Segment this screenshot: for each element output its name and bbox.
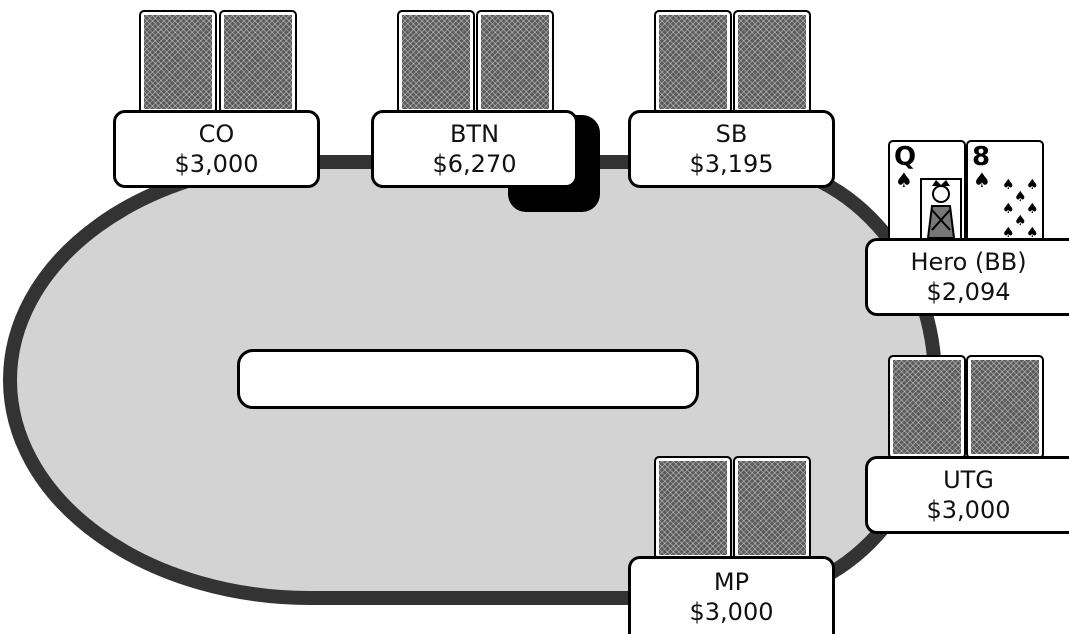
seat-utg[interactable]: UTG $3,000 (865, 456, 1069, 534)
co-card-1 (139, 10, 217, 114)
queen-figure-icon (920, 178, 962, 240)
spade-icon: ♠ (1014, 190, 1027, 204)
co-card-2 (219, 10, 297, 114)
seat-stack: $6,270 (433, 149, 517, 179)
seat-position: CO (199, 119, 235, 149)
card-pips: ♠ ♠ ♠ ♠ ♠ ♠ ♠ ♠ (1000, 178, 1044, 242)
utg-card-2 (966, 355, 1044, 459)
sb-card-1 (654, 10, 732, 114)
seat-position: SB (716, 119, 748, 149)
spade-icon: ♠ (973, 170, 991, 190)
spade-icon: ♠ (1014, 214, 1027, 228)
seat-hero-bb[interactable]: Hero (BB) $2,094 (865, 238, 1069, 316)
spade-icon: ♠ (1002, 202, 1015, 216)
seat-mp[interactable]: MP $3,000 (628, 556, 835, 634)
seat-stack: $3,000 (690, 597, 774, 627)
hero-card-eight-spades: 8 ♠ ♠ ♠ ♠ ♠ ♠ ♠ ♠ ♠ (966, 140, 1044, 244)
card-rank: Q (894, 143, 916, 171)
mp-card-1 (654, 456, 732, 560)
seat-stack: $2,094 (927, 277, 1011, 307)
seat-position: Hero (BB) (910, 247, 1026, 277)
community-board (237, 349, 699, 409)
spade-icon: ♠ (1002, 178, 1015, 192)
seat-co[interactable]: CO $3,000 (113, 110, 320, 188)
seat-stack: $3,195 (690, 149, 774, 179)
sb-card-2 (733, 10, 811, 114)
spade-icon: ♠ (1026, 202, 1039, 216)
utg-card-1 (888, 355, 966, 459)
seat-stack: $3,000 (175, 149, 259, 179)
seat-position: MP (714, 567, 749, 597)
seat-btn[interactable]: BTN $6,270 (371, 110, 578, 188)
seat-stack: $3,000 (927, 495, 1011, 525)
card-rank: 8 (972, 143, 990, 171)
spade-icon: ♠ (895, 170, 913, 190)
seat-sb[interactable]: SB $3,195 (628, 110, 835, 188)
seat-position: UTG (943, 465, 994, 495)
mp-card-2 (733, 456, 811, 560)
hero-card-queen-spades: Q ♠ (888, 140, 966, 244)
btn-card-2 (476, 10, 554, 114)
seat-position: BTN (450, 119, 499, 149)
btn-card-1 (397, 10, 475, 114)
spade-icon: ♠ (1026, 178, 1039, 192)
